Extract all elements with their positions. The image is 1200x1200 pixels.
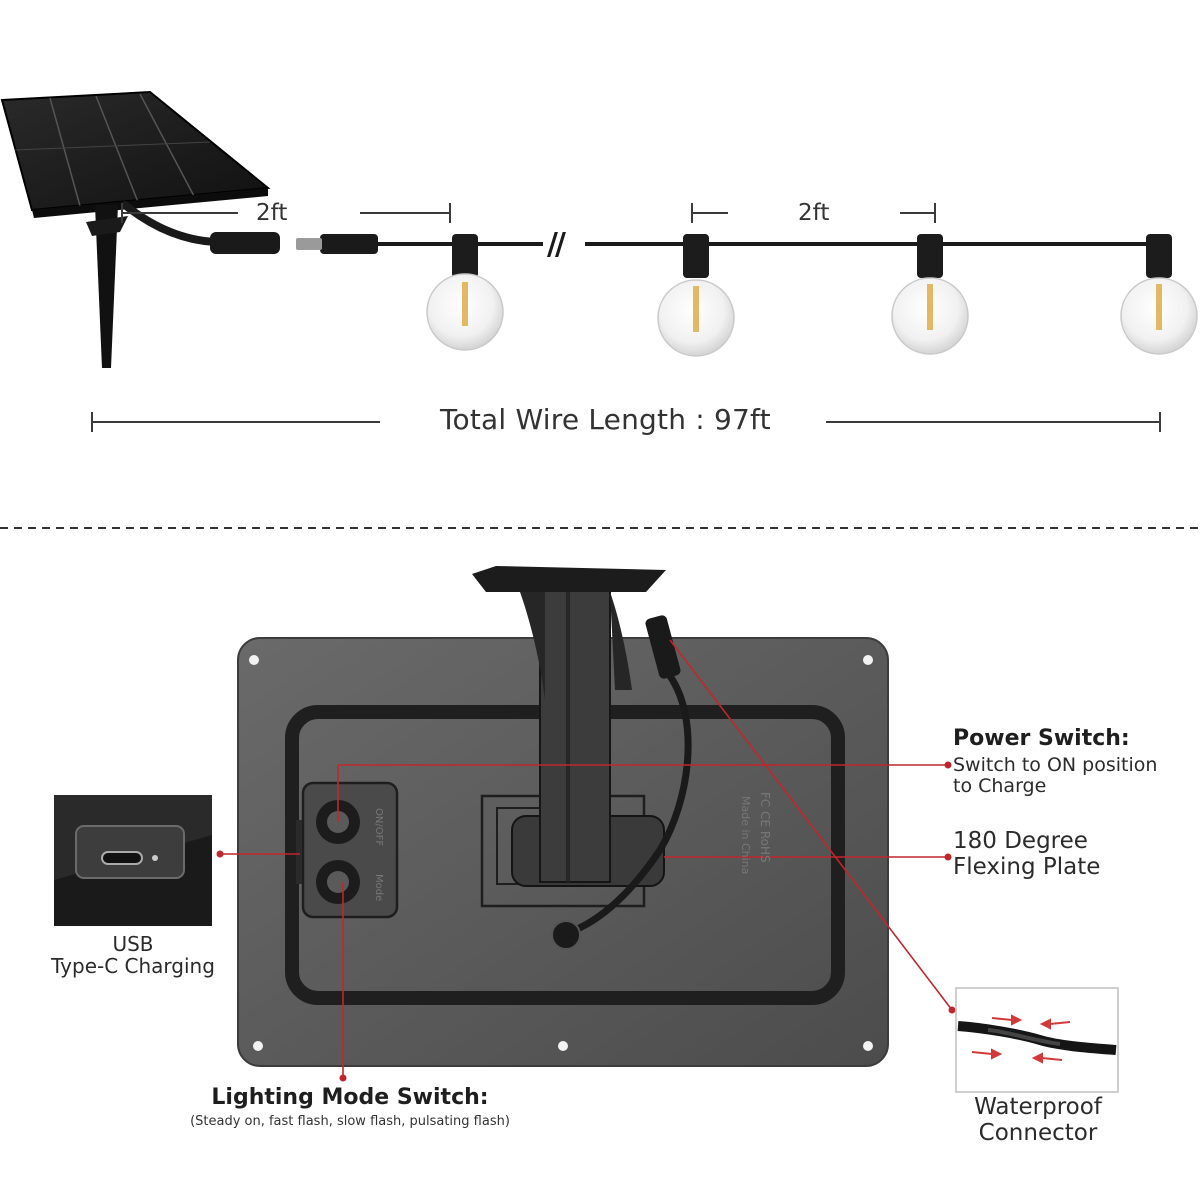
wire-break-mark: // [543,228,567,262]
spacing-dimension-right [691,203,936,223]
power-switch-line-1: Switch to ON position [953,753,1158,776]
spacing-dimension-left [121,203,451,223]
switch-label-top: ON/OFF [373,808,384,847]
string-connector [320,234,378,254]
waterproof-line-1: Waterproof [974,1094,1102,1120]
bulb [891,234,969,355]
power-switch-title: Power Switch: [953,726,1130,751]
power-switch-callout: Power Switch: Switch to ON position to C… [953,726,1158,797]
panel-cable [121,201,219,246]
spacing-label-left: 2ft [256,200,288,226]
callout-leaders [216,639,956,1082]
waterproof-line-2: Connector [978,1119,1098,1146]
usb-port-photo [54,795,212,926]
panel-plug [210,232,280,254]
flexing-plate-callout: 180 Degree Flexing Plate [953,828,1101,881]
power-switch-line-2: to Charge [953,774,1047,797]
total-length-dimension [91,412,1161,432]
usb-line-1: USB [112,932,154,956]
waterproof-connector-photo [955,987,1119,1093]
solar-panel [0,90,271,368]
lighting-mode-detail: (Steady on, fast flash, slow flash, puls… [190,1113,510,1129]
flexing-plate[interactable] [472,566,666,908]
origin-marking: Made in China [739,796,752,875]
usb-line-2: Type-C Charging [51,954,215,979]
bulb [426,234,504,351]
total-wire-length-label: Total Wire Length : 97ft [440,403,771,436]
bulb [657,234,735,357]
flexing-plate-line-1: 180 Degree [953,828,1088,854]
cert-marking: FC CE RoHS [758,792,772,863]
waterproof-callout: Waterproof Connector [948,1094,1128,1147]
lighting-mode-callout: Lighting Mode Switch: (Steady on, fast f… [150,1085,550,1129]
usb-callout: USB Type-C Charging [40,933,226,978]
mode-switch[interactable] [316,860,360,904]
bulb [1120,234,1198,355]
flexing-plate-line-2: Flexing Plate [953,853,1101,880]
switch-label-bottom: Mode [373,874,384,902]
spacing-label-right: 2ft [798,200,830,226]
lighting-mode-title: Lighting Mode Switch: [211,1085,489,1110]
panel-output-cable [551,615,692,950]
